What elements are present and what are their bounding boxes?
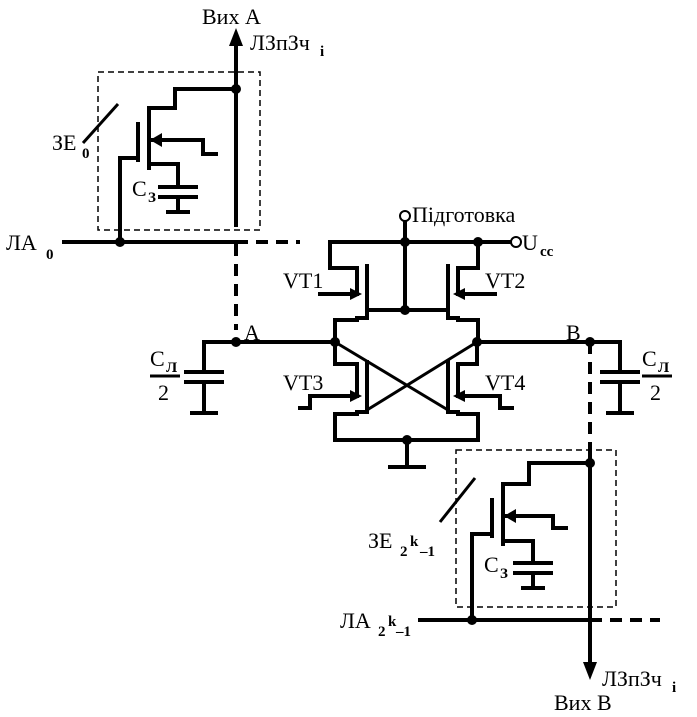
- label-la0-sub: 0: [46, 247, 54, 263]
- label-cl-right: С: [642, 346, 657, 371]
- label-vt2: VT2: [485, 268, 525, 293]
- label-cz-top-sub: З: [148, 190, 156, 206]
- label-ucc-sub: cc: [540, 244, 554, 260]
- label-ldz-bottom-sub: i: [672, 680, 676, 696]
- label-out-b: Вих В: [554, 690, 612, 715]
- storage-element-0: [81, 71, 261, 246]
- label-vt4: VT4: [485, 370, 525, 395]
- node-b-wiring: [472, 337, 640, 680]
- label-cz-top: С: [132, 176, 147, 201]
- label-la0: ЛА: [6, 230, 37, 255]
- label-la-last-sub2: k: [388, 614, 397, 630]
- arrow-down-icon: [583, 662, 597, 680]
- label-ldz-top: ЛЗпЗч: [250, 30, 310, 55]
- label-vt3: VT3: [283, 370, 323, 395]
- label-ze-last-sub1: 2: [400, 544, 408, 560]
- label-cl-right-sub: Л: [658, 360, 669, 376]
- label-ze-last-sub3: –1: [419, 544, 435, 560]
- word-line-last: [418, 615, 660, 625]
- label-prep: Підготовка: [412, 202, 515, 227]
- label-ucc: U: [522, 230, 538, 255]
- label-vt1: VT1: [283, 268, 323, 293]
- label-node-a: А: [244, 320, 260, 345]
- label-cl-left: С: [150, 346, 165, 371]
- label-cl-right-den: 2: [650, 380, 661, 405]
- label-la-last-sub3: –1: [395, 624, 411, 640]
- label-node-b: В: [566, 320, 581, 345]
- label-la-last-sub1: 2: [378, 624, 386, 640]
- label-ze0-sub: 0: [82, 146, 90, 162]
- bitline-a-top: [229, 28, 243, 330]
- word-line-0: [62, 237, 300, 247]
- label-ze-last: ЗЕ: [368, 528, 392, 553]
- label-cl-left-den: 2: [158, 380, 169, 405]
- label-la-last: ЛА: [340, 608, 371, 633]
- label-cz-bottom: С: [484, 552, 499, 577]
- label-cz-bottom-sub: З: [500, 566, 508, 582]
- storage-element-last: [438, 449, 617, 622]
- label-ze-last-sub2: k: [410, 534, 419, 550]
- label-ldz-top-sub: i: [320, 44, 324, 60]
- label-ze0: ЗЕ: [52, 130, 76, 155]
- arrow-up-icon: [229, 28, 243, 46]
- label-ldz-bottom: ЛЗпЗч: [602, 666, 662, 691]
- label-out-a: Вих А: [202, 4, 261, 29]
- label-cl-left-sub: Л: [166, 360, 177, 376]
- sense-amplifier: [298, 210, 522, 469]
